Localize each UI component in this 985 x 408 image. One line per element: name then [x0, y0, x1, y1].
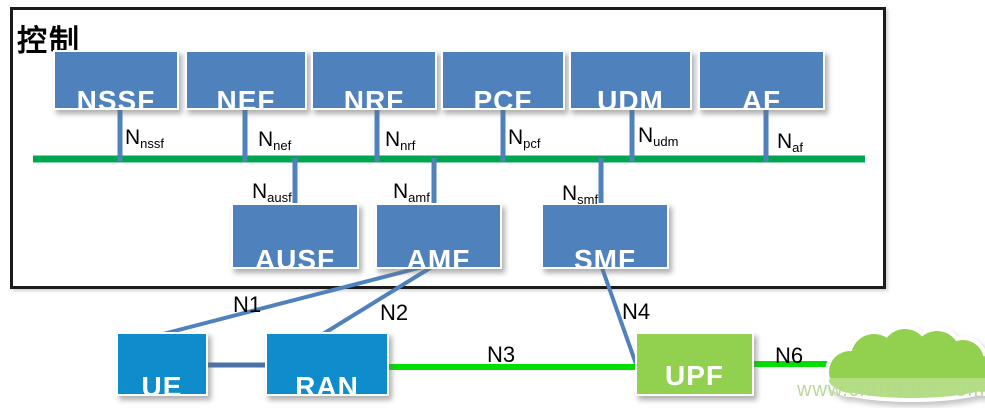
link-label-n6: N6 [775, 343, 804, 368]
interface-label-nef: Nnef [258, 128, 292, 153]
watermark-text: www.cntronics.com [797, 379, 985, 401]
node-ran-label: RAN [295, 371, 359, 396]
node-af[interactable]: AF [698, 50, 825, 110]
node-udm-label: UDM [597, 85, 664, 110]
node-amf[interactable]: AMF [375, 203, 502, 269]
node-nef[interactable]: NEF [185, 50, 307, 110]
node-af-label: AF [741, 85, 782, 110]
node-upf[interactable]: UPF [635, 332, 754, 396]
n4-link-line [599, 264, 638, 365]
link-label-n4: N4 [622, 299, 651, 324]
node-upf-label: UPF [665, 360, 724, 391]
link-label-n3: N3 [487, 342, 516, 367]
link-label-n2: N2 [380, 300, 409, 325]
interface-label-namf: Namf [393, 180, 430, 205]
interface-label-nudm: Nudm [638, 124, 679, 149]
node-nrf-label: NRF [343, 85, 405, 110]
node-amf-label: AMF [406, 244, 471, 269]
interface-label-nsmf: Nsmf [562, 182, 599, 207]
interface-label-naf: Naf [777, 130, 804, 155]
n1-link-line [162, 262, 435, 336]
node-udm[interactable]: UDM [569, 50, 692, 110]
node-ausf-label: AUSF [254, 244, 336, 269]
interface-label-nausf: Nausf [252, 180, 292, 205]
node-smf-label: SMF [573, 244, 637, 269]
node-nssf-label: NSSF [76, 85, 156, 110]
interface-label-npcf: Npcf [508, 126, 541, 151]
internet-cloud-icon [825, 325, 985, 402]
node-ran[interactable]: RAN [265, 332, 389, 396]
n2-link-line [321, 263, 437, 336]
node-nssf[interactable]: NSSF [53, 50, 179, 110]
node-pcf-label: PCF [473, 85, 533, 110]
node-ausf[interactable]: AUSF [231, 203, 359, 269]
control-plane-frame [10, 7, 886, 289]
interface-label-nssf: Nnssf [125, 126, 165, 151]
node-nrf[interactable]: NRF [311, 50, 437, 110]
node-nef-label: NEF [216, 85, 276, 110]
node-ue-label: UE [141, 371, 183, 396]
node-ue[interactable]: UE [116, 332, 208, 396]
node-smf[interactable]: SMF [541, 203, 669, 269]
node-pcf[interactable]: PCF [441, 50, 565, 110]
interface-label-nrf: Nnrf [385, 128, 416, 153]
link-label-n1: N1 [233, 292, 262, 317]
